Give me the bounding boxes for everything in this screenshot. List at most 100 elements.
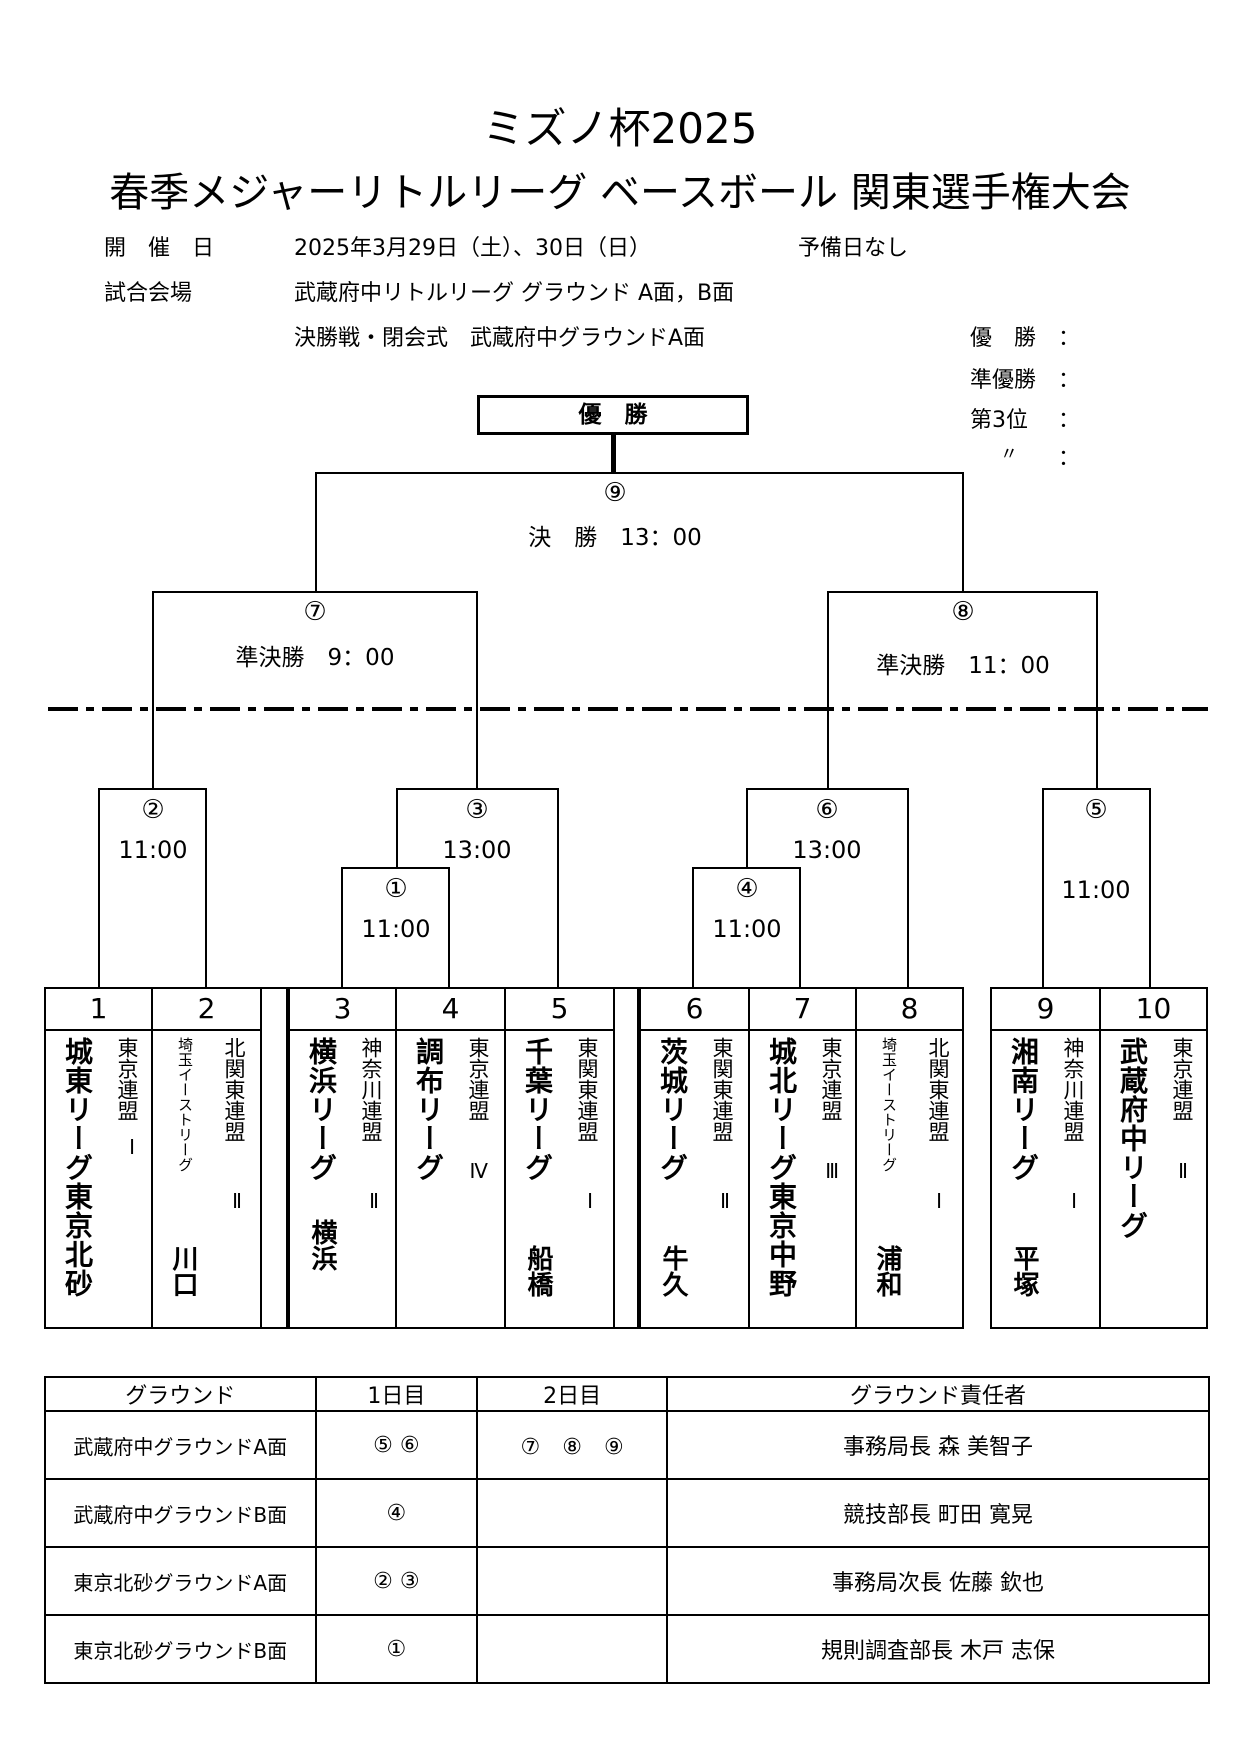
- venue-label: 試合会場: [104, 281, 193, 306]
- team-city: 平塚: [1009, 1245, 1039, 1297]
- day2-games: [476, 1478, 668, 1548]
- team-league: 東関東連盟: [710, 1037, 734, 1142]
- team-league: 東京連盟: [115, 1037, 139, 1121]
- game-7-label: 準決勝 9：00: [235, 645, 395, 671]
- team-name: 武蔵府中リーグ: [1116, 1037, 1149, 1240]
- date-value: 2025年3月29日（土）、30日（日）: [294, 236, 651, 261]
- team-number: 4: [397, 989, 504, 1031]
- day1-games: ①: [314, 1614, 479, 1684]
- result-label-champion: 優 勝: [970, 326, 1037, 351]
- team-league: 東京連盟: [819, 1037, 843, 1121]
- col-header-ground: グラウンド: [44, 1376, 317, 1412]
- game-3-number: ③: [465, 795, 489, 825]
- game-1-number: ①: [384, 874, 408, 904]
- team-league: 北関東連盟: [222, 1037, 246, 1142]
- team-number: 6: [641, 989, 748, 1031]
- game-6-number: ⑥: [815, 795, 839, 825]
- game-7-number: ⑦: [303, 597, 327, 627]
- team-cell-9: 9 湘南リーグ 平塚 神奈川連盟 Ⅰ: [990, 987, 1101, 1329]
- team-cell-10: 10 武蔵府中リーグ 東京連盟 Ⅱ: [1099, 987, 1208, 1329]
- result-sep: ：: [1058, 326, 1081, 351]
- team-league: 東関東連盟: [575, 1037, 599, 1142]
- table-row: 東京北砂グラウンドA面 ② ③ 事務局次長 佐藤 欽也: [44, 1546, 1211, 1616]
- team-city: 船橋: [523, 1245, 553, 1297]
- team-league: 神奈川連盟: [1061, 1037, 1085, 1142]
- day2-games: ⑦ ⑧ ⑨: [476, 1410, 668, 1480]
- team-name: 調布リーグ: [412, 1037, 445, 1182]
- game-1-time: 11:00: [361, 915, 431, 943]
- team-league-rank: Ⅱ: [1178, 1159, 1188, 1183]
- reserve-day: 予備日なし: [798, 236, 909, 261]
- team-gap-frame: [613, 987, 639, 1329]
- team-league-rank: Ⅱ: [232, 1189, 242, 1213]
- ground-name: 東京北砂グラウンドA面: [44, 1546, 317, 1616]
- date-label: 開 催 日: [104, 236, 215, 261]
- team-number: 7: [750, 989, 855, 1031]
- table-row: 武蔵府中グラウンドA面 ⑤ ⑥ ⑦ ⑧ ⑨ 事務局長 森 美智子: [44, 1410, 1211, 1480]
- team-name: 城北リーグ東京中野: [765, 1037, 798, 1298]
- result-label-runnerup: 準優勝: [970, 368, 1037, 393]
- col-header-manager: グラウンド責任者: [665, 1376, 1211, 1412]
- team-league: 神奈川連盟: [359, 1037, 383, 1142]
- ground-manager: 事務局次長 佐藤 欽也: [665, 1546, 1211, 1616]
- team-name: 埼玉イーストリーグ: [880, 1037, 898, 1172]
- table-row: 東京北砂グラウンドB面 ① 規則調査部長 木戸 志保: [44, 1614, 1211, 1684]
- team-name: 城東リーグ東京北砂: [61, 1037, 94, 1298]
- team-city: 横浜: [307, 1219, 337, 1271]
- game-4-number: ④: [735, 874, 759, 904]
- team-name: 埼玉イーストリーグ: [176, 1037, 194, 1172]
- result-sep: ：: [1058, 446, 1081, 471]
- game-2-number: ②: [141, 795, 165, 825]
- team-league-rank: Ⅳ: [469, 1159, 488, 1183]
- col-header-day2: 2日目: [476, 1376, 668, 1412]
- ground-name: 武蔵府中グラウンドB面: [44, 1478, 317, 1548]
- game-2-time: 11:00: [118, 836, 188, 864]
- day1-games: ② ③: [314, 1546, 479, 1616]
- team-league-rank: Ⅰ: [1071, 1189, 1077, 1213]
- team-name: 湘南リーグ: [1007, 1037, 1040, 1182]
- team-city: 川口: [168, 1245, 198, 1297]
- team-league: 東京連盟: [1170, 1037, 1194, 1121]
- game-5-time: 11:00: [1061, 876, 1131, 904]
- game-6-time: 13:00: [792, 836, 862, 864]
- team-number: 2: [153, 989, 260, 1031]
- page-subtitle: 春季メジャーリトルリーグ ベースボール 関東選手権大会: [109, 170, 1131, 216]
- final-venue: 決勝戦・閉会式 武蔵府中グラウンドA面: [294, 326, 706, 351]
- game-4-time: 11:00: [712, 915, 782, 943]
- venue-value: 武蔵府中リトルリーグ グラウンド A面，B面: [294, 281, 735, 306]
- table-row: 武蔵府中グラウンドB面 ④ 競技部長 町田 寛晃: [44, 1478, 1211, 1548]
- team-league: 東京連盟: [466, 1037, 490, 1121]
- team-league-rank: Ⅰ: [587, 1189, 593, 1213]
- team-number: 10: [1101, 989, 1206, 1031]
- day1-games: ④: [314, 1478, 479, 1548]
- game-9-label: 決 勝 13：00: [528, 525, 702, 551]
- team-cell-5: 5 千葉リーグ 船橋 東関東連盟 Ⅰ: [504, 987, 615, 1329]
- team-cell-8: 8 埼玉イーストリーグ 浦和 北関東連盟 Ⅰ: [855, 987, 964, 1329]
- result-sep: ：: [1058, 368, 1081, 393]
- day2-games: [476, 1614, 668, 1684]
- day-divider: [48, 706, 1208, 712]
- ground-manager: 事務局長 森 美智子: [665, 1410, 1211, 1480]
- team-cell-1: 1 城東リーグ東京北砂 東京連盟 Ⅰ: [44, 987, 153, 1329]
- team-league-rank: Ⅱ: [369, 1189, 379, 1213]
- ground-name: 武蔵府中グラウンドA面: [44, 1410, 317, 1480]
- game-3-time: 13:00: [442, 836, 512, 864]
- team-city: 浦和: [872, 1245, 902, 1297]
- result-label-third: 第3位: [970, 408, 1028, 433]
- game-8-label: 準決勝 11：00: [876, 653, 1050, 679]
- team-cell-2: 2 埼玉イーストリーグ 川口 北関東連盟 Ⅱ: [151, 987, 262, 1329]
- champion-box: 優 勝: [477, 395, 749, 435]
- team-league-rank: Ⅰ: [936, 1189, 942, 1213]
- ground-manager: 競技部長 町田 寛晃: [665, 1478, 1211, 1548]
- game-9-number: ⑨: [603, 478, 627, 508]
- team-gap-frame: [262, 987, 288, 1329]
- team-league-rank: Ⅱ: [720, 1189, 730, 1213]
- game-5-number: ⑤: [1084, 795, 1108, 825]
- team-cell-4: 4 調布リーグ 東京連盟 Ⅳ: [395, 987, 506, 1329]
- team-number: 1: [46, 989, 151, 1031]
- table-header-row: グラウンド 1日目 2日目 グラウンド責任者: [44, 1376, 1211, 1412]
- day1-games: ⑤ ⑥: [314, 1410, 479, 1480]
- result-label-third-ditto: 〃: [1000, 444, 1018, 465]
- team-league: 北関東連盟: [926, 1037, 950, 1142]
- ground-table: グラウンド 1日目 2日目 グラウンド責任者 武蔵府中グラウンドA面 ⑤ ⑥ ⑦…: [44, 1376, 1211, 1684]
